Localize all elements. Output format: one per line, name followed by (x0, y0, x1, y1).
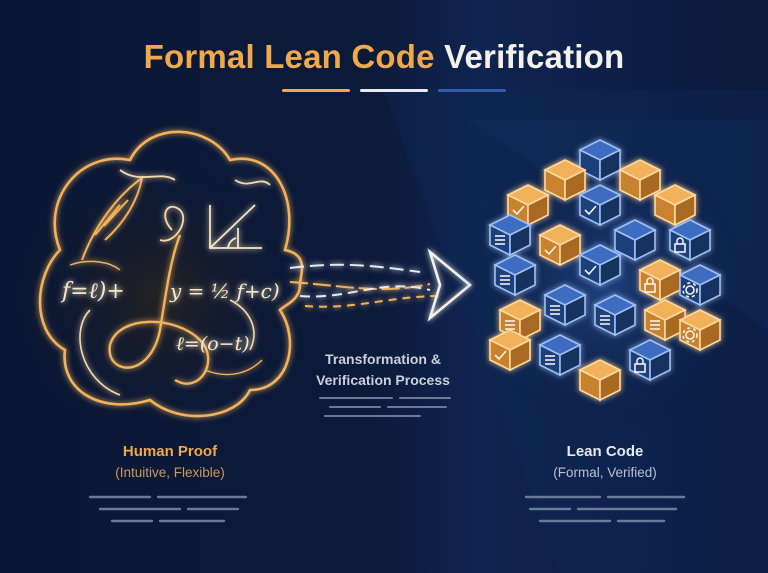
title-part-1: Formal Lean Code (143, 38, 435, 75)
doc-icon (500, 275, 510, 285)
cube-block (506, 184, 550, 227)
formula-3: ℓ=(o−t) (176, 333, 250, 355)
cube-block (543, 159, 587, 202)
integral-loop (108, 234, 210, 385)
triangle-graph-icon (209, 204, 262, 249)
cube-block (538, 334, 582, 377)
swirl-stroke (79, 299, 255, 396)
gear-icon (682, 327, 698, 343)
lock-icon (644, 277, 656, 293)
swirl-stroke (69, 260, 263, 376)
formula-1: f=ℓ)+ (60, 279, 125, 304)
lock-icon (634, 357, 646, 373)
cube-block (578, 359, 622, 402)
left-caption-lines (88, 495, 248, 523)
check-icon (544, 245, 557, 256)
lean-code-subtitle: (Formal, Verified) (553, 465, 657, 480)
cube-block (618, 159, 662, 202)
doc-icon (505, 320, 515, 330)
title-part-2: Verification (444, 38, 625, 75)
lock-icon (674, 237, 686, 253)
cube-block (488, 214, 532, 257)
cube-block (638, 259, 682, 302)
cube-block (538, 224, 582, 267)
cube-block (678, 264, 722, 307)
doc-icon (495, 235, 505, 245)
check-icon (494, 350, 507, 361)
process-line-1: Transformation & (325, 351, 441, 367)
swirl-stroke (159, 205, 185, 242)
check-icon (584, 205, 597, 216)
cube-block (578, 139, 622, 182)
swirl-stroke (119, 169, 271, 186)
cube-block (653, 184, 697, 227)
check-icon (512, 205, 525, 216)
title-underline-white (360, 89, 428, 92)
human-proof-caption: Human Proof (Intuitive, Flexible) (70, 443, 270, 480)
formula-2: y = ½ f+c) (169, 279, 280, 303)
cube-block (493, 254, 537, 297)
quill-icon (81, 175, 144, 261)
cube-block (578, 184, 622, 227)
title-underline-blue (438, 89, 506, 92)
proof-cloud-outline (38, 130, 304, 418)
cube-block (628, 339, 672, 382)
cube-block (543, 284, 587, 327)
process-label: Transformation & Verification Process (288, 349, 478, 391)
process-dashes (319, 397, 451, 417)
doc-icon (545, 355, 555, 365)
cube-block (578, 244, 622, 287)
cube-block (678, 309, 722, 352)
cube-block (488, 329, 532, 372)
cube-block (668, 219, 712, 262)
doc-icon (650, 320, 660, 330)
doc-icon (600, 315, 610, 325)
doc-icon (550, 305, 560, 315)
right-caption-lines (524, 495, 686, 523)
human-proof-title: Human Proof (122, 443, 218, 460)
lean-code-title: Lean Code (566, 443, 644, 460)
process-line-2: Verification Process (316, 372, 450, 388)
human-proof-subtitle: (Intuitive, Flexible) (115, 465, 225, 480)
gear-icon (682, 282, 698, 298)
page-title: Formal Lean Code Verification (0, 38, 768, 76)
check-icon (584, 265, 597, 276)
lean-code-caption: Lean Code (Formal, Verified) (505, 443, 705, 480)
cube-block (593, 294, 637, 337)
lean-code-cube (488, 139, 722, 402)
cube-block (613, 219, 657, 262)
title-underline-orange (282, 89, 350, 92)
